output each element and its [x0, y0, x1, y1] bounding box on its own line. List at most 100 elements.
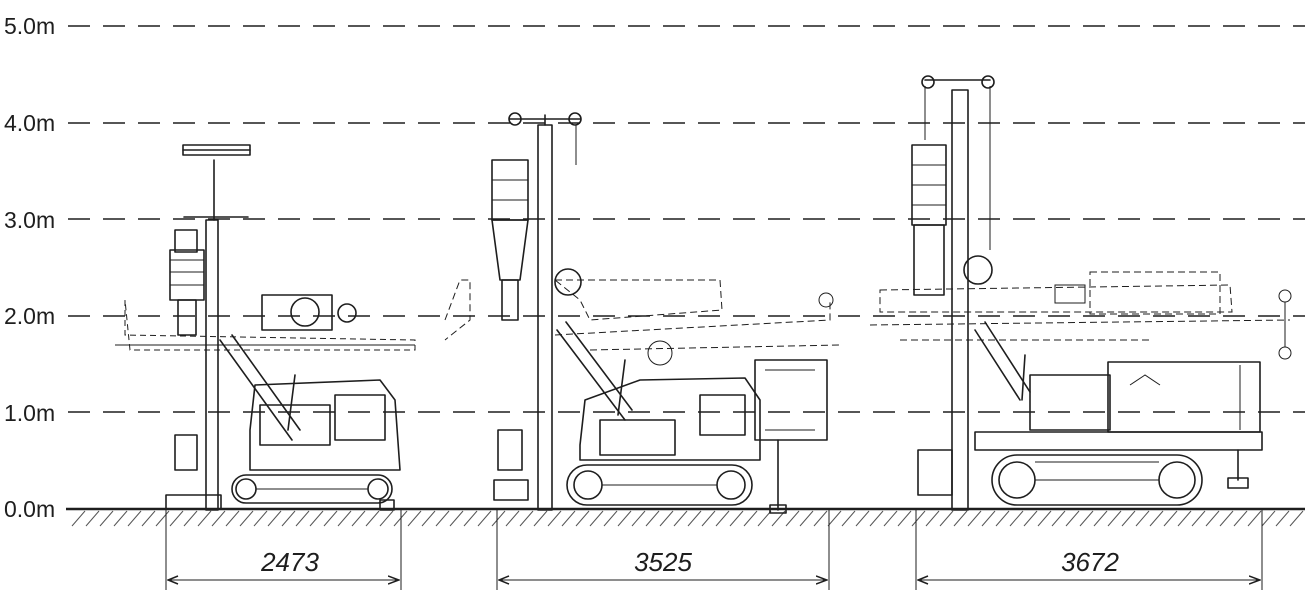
hatch-stroke: [1079, 510, 1094, 527]
small-rig-drawing: [115, 144, 416, 511]
hatch-stroke: [701, 510, 716, 527]
hatch-stroke: [1093, 510, 1108, 527]
hatch-stroke: [239, 510, 254, 527]
ground: [66, 507, 1305, 527]
hatch-stroke: [967, 510, 982, 527]
hatch-stroke: [491, 510, 506, 527]
level-label: 4.0m: [4, 110, 55, 136]
hatch-stroke: [1261, 510, 1276, 527]
hatch-stroke: [561, 510, 576, 527]
hatch-stroke: [715, 510, 730, 527]
dimension-medium-rig: 3525: [496, 510, 830, 590]
hatch-stroke: [1065, 510, 1080, 527]
width-label: 3672: [1061, 547, 1119, 577]
level-label: 2.0m: [4, 303, 55, 329]
hatch-stroke: [995, 510, 1010, 527]
level-label: 3.0m: [4, 207, 55, 233]
hatch-stroke: [743, 510, 758, 527]
hatch-stroke: [519, 510, 534, 527]
dimension-large-rig: 3672: [915, 510, 1263, 590]
hatch-stroke: [85, 510, 100, 527]
hatch-stroke: [197, 510, 212, 527]
hatch-stroke: [379, 510, 394, 527]
hatch-stroke: [407, 510, 422, 527]
hatch-stroke: [757, 510, 772, 527]
level-5m: 5.0m: [4, 13, 1305, 39]
hatch-stroke: [953, 510, 968, 527]
width-label: 3525: [634, 547, 692, 577]
hatch-stroke: [1233, 510, 1248, 527]
hatch-stroke: [841, 510, 856, 527]
hatch-stroke: [869, 510, 884, 527]
medium-rig-drawing: [444, 112, 841, 514]
hatch-stroke: [855, 510, 870, 527]
hatch-stroke: [1149, 510, 1164, 527]
hatch-stroke: [799, 510, 814, 527]
hatch-stroke: [911, 510, 926, 527]
height-scale: 5.0m 4.0m 3.0m 2.0m 1.0m 0.0m: [4, 13, 1305, 522]
hatch-stroke: [981, 510, 996, 527]
hatch-stroke: [883, 510, 898, 527]
hatch-stroke: [1163, 510, 1178, 527]
hatch-stroke: [1051, 510, 1066, 527]
hatch-stroke: [1275, 510, 1290, 527]
hatch-stroke: [673, 510, 688, 527]
hatch-stroke: [435, 510, 450, 527]
hatch-stroke: [1135, 510, 1150, 527]
hatch-stroke: [113, 510, 128, 527]
hatch-stroke: [827, 510, 842, 527]
hatch-stroke: [1037, 510, 1052, 527]
hatch-stroke: [589, 510, 604, 527]
level-label: 1.0m: [4, 400, 55, 426]
dimension-small-rig: 2473: [165, 510, 402, 590]
ground-hatching: [71, 510, 1304, 527]
hatch-stroke: [477, 510, 492, 527]
level-4m: 4.0m: [4, 110, 1305, 136]
hatch-stroke: [1107, 510, 1122, 527]
hatch-stroke: [169, 510, 184, 527]
hatch-stroke: [687, 510, 702, 527]
hatch-stroke: [645, 510, 660, 527]
hatch-stroke: [1219, 510, 1234, 527]
hatch-stroke: [127, 510, 142, 527]
hatch-stroke: [295, 510, 310, 527]
hatch-stroke: [99, 510, 114, 527]
hatch-stroke: [323, 510, 338, 527]
hatch-stroke: [309, 510, 324, 527]
hatch-stroke: [617, 510, 632, 527]
hatch-stroke: [533, 510, 548, 527]
hatch-stroke: [603, 510, 618, 527]
width-label: 2473: [260, 547, 319, 577]
hatch-stroke: [463, 510, 478, 527]
hatch-stroke: [505, 510, 520, 527]
hatch-stroke: [1205, 510, 1220, 527]
hatch-stroke: [183, 510, 198, 527]
hatch-stroke: [1121, 510, 1136, 527]
hatch-stroke: [729, 510, 744, 527]
level-0m: 0.0m: [4, 496, 55, 522]
hatch-stroke: [631, 510, 646, 527]
hatch-stroke: [155, 510, 170, 527]
hatch-stroke: [141, 510, 156, 527]
hatch-stroke: [1023, 510, 1038, 527]
hatch-stroke: [939, 510, 954, 527]
hatch-stroke: [1289, 510, 1304, 527]
hatch-stroke: [575, 510, 590, 527]
hatch-stroke: [1177, 510, 1192, 527]
hatch-stroke: [351, 510, 366, 527]
hatch-stroke: [1247, 510, 1262, 527]
hatch-stroke: [449, 510, 464, 527]
hatch-stroke: [813, 510, 828, 527]
level-1m: 1.0m: [4, 400, 1305, 426]
level-2m: 2.0m: [4, 303, 1305, 329]
hatch-stroke: [211, 510, 226, 527]
hatch-stroke: [253, 510, 268, 527]
hatch-stroke: [337, 510, 352, 527]
hatch-stroke: [785, 510, 800, 527]
hatch-stroke: [281, 510, 296, 527]
hatch-stroke: [1009, 510, 1024, 527]
hatch-stroke: [897, 510, 912, 527]
level-label: 5.0m: [4, 13, 55, 39]
hatch-stroke: [547, 510, 562, 527]
